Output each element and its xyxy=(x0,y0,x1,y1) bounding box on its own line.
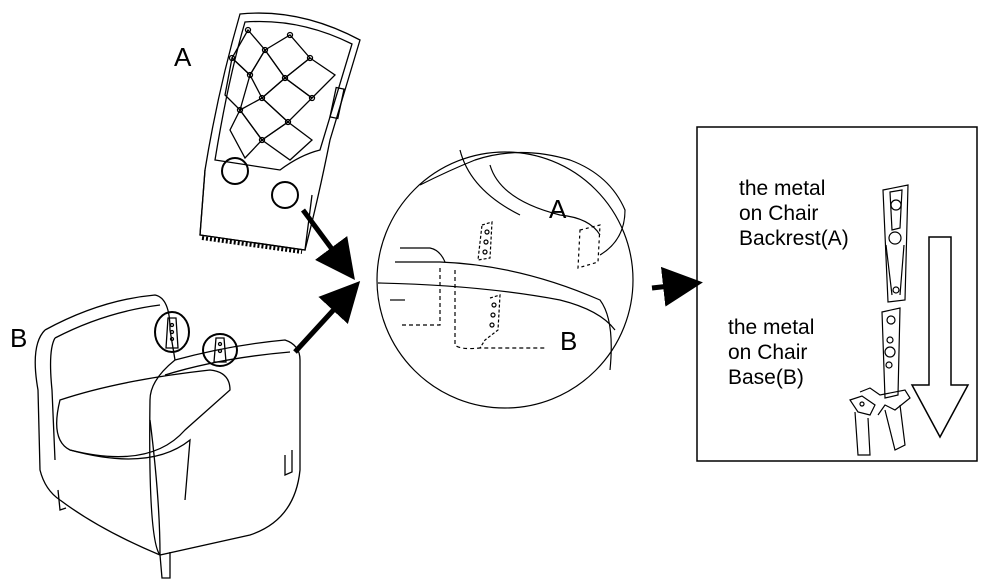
zoom-label-a: A xyxy=(549,194,567,224)
zoom-label-b: B xyxy=(560,326,578,356)
chair-base-illustration xyxy=(34,294,301,579)
base-metal-part xyxy=(849,307,911,456)
chair-base-label: B xyxy=(10,323,28,353)
chair-backrest-label: A xyxy=(174,42,192,72)
chair-backrest-illustration xyxy=(199,12,361,254)
backrest-metal-part xyxy=(882,184,909,303)
instruction-panel xyxy=(696,126,978,462)
arrow-right-icon xyxy=(651,266,703,307)
zoom-detail-circle xyxy=(376,149,634,409)
base-metal-note: the metal on Chair Base(B) xyxy=(728,316,815,389)
arrow-down-icon xyxy=(910,236,970,439)
arrow-right-icon xyxy=(300,208,355,281)
backrest-metal-note: the metal on Chair Backrest(A) xyxy=(739,177,849,250)
arrow-right-icon xyxy=(293,280,361,354)
